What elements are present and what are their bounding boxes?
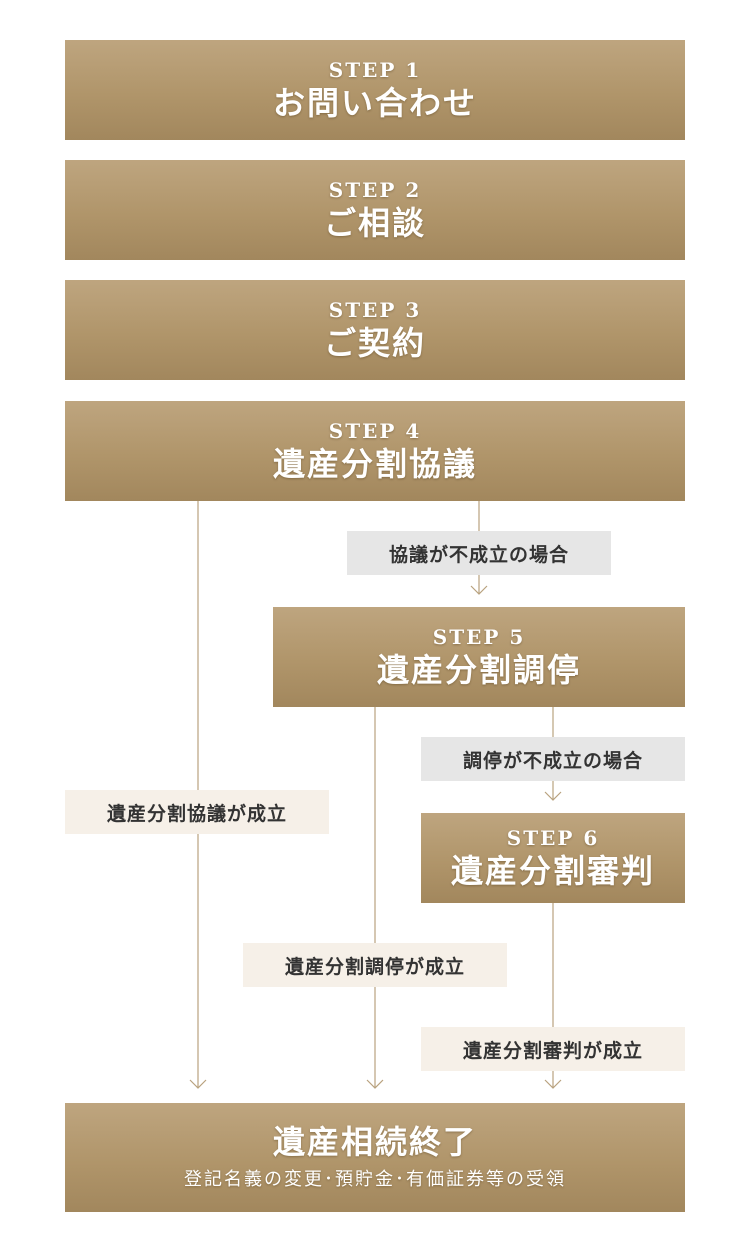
step-5-box: STEP 5 遺産分割調停 [273, 607, 685, 707]
arrowhead-step5-final [366, 1079, 384, 1089]
step-2-title: ご相談 [323, 204, 426, 242]
step-4-title: 遺産分割協議 [272, 445, 477, 483]
arrowhead-step4-final [189, 1079, 207, 1089]
condition-step5-fail: 調停が不成立の場合 [421, 737, 685, 781]
step-3-label: STEP 3 [328, 298, 422, 322]
step-1-title: お問い合わせ [272, 84, 477, 122]
condition-step6-success: 遺産分割審判が成立 [421, 1027, 685, 1071]
step-5-title: 遺産分割調停 [376, 651, 581, 689]
final-box: 遺産相続終了 登記名義の変更･預貯金･有価証券等の受領 [65, 1103, 685, 1212]
condition-step4-success: 遺産分割協議が成立 [65, 790, 329, 834]
step-6-title: 遺産分割審判 [450, 852, 655, 890]
step-6-label: STEP 6 [506, 826, 600, 850]
step-2-label: STEP 2 [328, 178, 422, 202]
arrowhead-step6-final [544, 1079, 562, 1089]
final-subtitle: 登記名義の変更･預貯金･有価証券等の受領 [184, 1168, 566, 1190]
arrowhead-step6 [544, 791, 562, 801]
step-4-box: STEP 4 遺産分割協議 [65, 401, 685, 501]
final-title: 遺産相続終了 [272, 1122, 477, 1161]
step-1-box: STEP 1 お問い合わせ [65, 40, 685, 140]
step-3-title: ご契約 [323, 324, 426, 362]
step-2-box: STEP 2 ご相談 [65, 160, 685, 260]
condition-step4-fail: 協議が不成立の場合 [347, 531, 611, 575]
arrowhead-step5 [470, 585, 488, 595]
step-3-box: STEP 3 ご契約 [65, 280, 685, 380]
step-5-label: STEP 5 [432, 625, 526, 649]
step-6-box: STEP 6 遺産分割審判 [421, 813, 685, 903]
step-4-label: STEP 4 [328, 419, 422, 443]
step-1-label: STEP 1 [328, 58, 422, 82]
condition-step5-success: 遺産分割調停が成立 [243, 943, 507, 987]
